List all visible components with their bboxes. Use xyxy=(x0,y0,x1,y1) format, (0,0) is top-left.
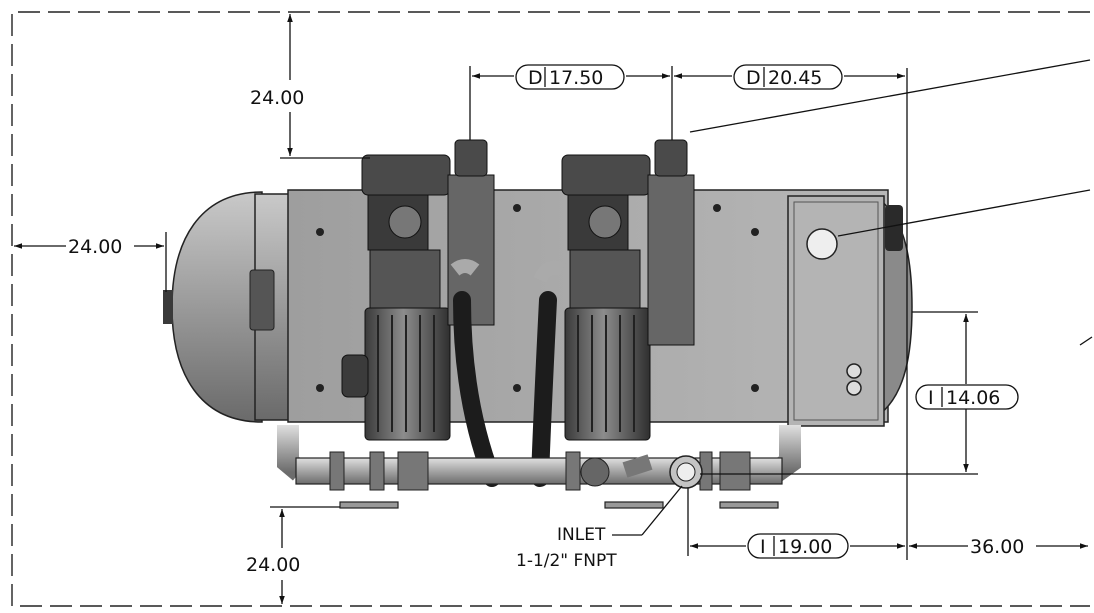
pump-motor-1 xyxy=(341,139,495,441)
dim-top-value: 24.00 xyxy=(250,87,304,109)
dim-i2-prefix: I xyxy=(760,536,766,558)
dim-right-clearance: 36.00 xyxy=(906,68,1088,560)
dim-d1-value: 17.50 xyxy=(549,67,603,89)
dim-left-clearance: 24.00 xyxy=(14,232,167,292)
control-box xyxy=(787,195,885,427)
clearance-boundary xyxy=(11,11,1090,607)
inlet-callout: INLET 1-1/2" FNPT xyxy=(516,485,683,571)
dim-i2-value: 19.00 xyxy=(778,536,832,558)
hose-2 xyxy=(531,291,557,487)
leader-lines xyxy=(689,59,1093,346)
dim-d2-value: 20.45 xyxy=(768,67,822,89)
dim-d1-prefix: D xyxy=(528,67,543,89)
dim-top-clearance: 24.00 xyxy=(250,14,370,159)
dim-inlet-height: I 14.06 xyxy=(700,311,1019,475)
dim-i1-prefix: I xyxy=(928,387,934,409)
dim-i1-value: 14.06 xyxy=(946,387,1000,409)
dim-pump-spacing-1: D 17.50 xyxy=(469,64,673,140)
inlet-label-line1: INLET xyxy=(557,525,606,545)
inlet-manifold xyxy=(277,425,801,509)
dim-bottom-clearance: 24.00 xyxy=(246,506,340,604)
hose-1 xyxy=(453,291,501,487)
dim-inlet-offset: I 19.00 xyxy=(687,488,905,559)
dim-right-value: 36.00 xyxy=(970,536,1024,558)
dim-left-value: 24.00 xyxy=(68,236,122,258)
tank-end-cap xyxy=(171,191,263,423)
pump-motor-2 xyxy=(561,139,695,441)
dim-bottom-value: 24.00 xyxy=(246,554,300,576)
dim-d2-prefix: D xyxy=(746,67,761,89)
inlet-label-line2: 1-1/2" FNPT xyxy=(516,551,617,571)
vacuum-system-illustration xyxy=(163,139,913,509)
dim-pump-spacing-2: D 20.45 xyxy=(674,64,905,90)
